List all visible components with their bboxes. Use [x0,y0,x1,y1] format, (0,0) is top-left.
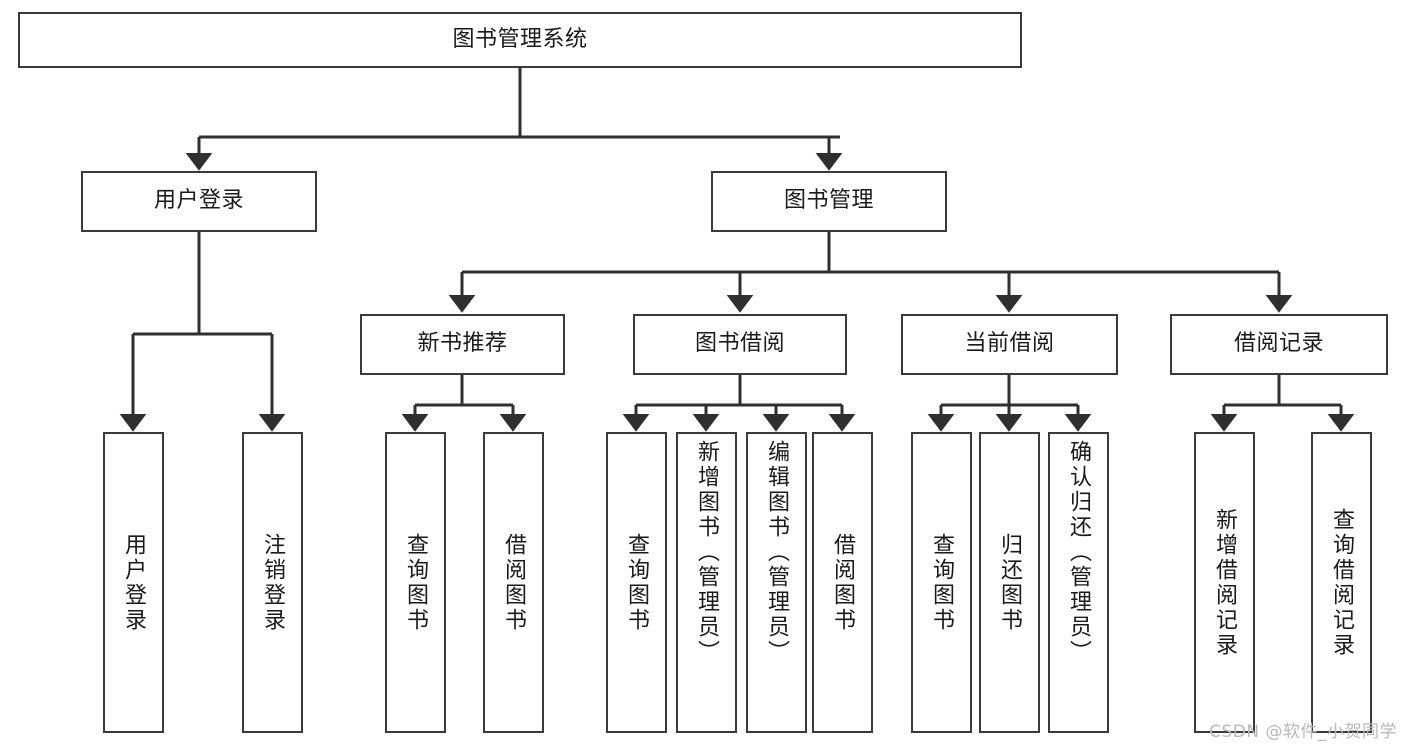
leaf-borrow-record-add[interactable]: 新增借阅记录 [1194,432,1255,733]
leaf-current-borrow-confirm-return[interactable]: 确认归还（管理员） [1048,432,1109,733]
leaf-current-borrow-confirm-return-label: 确认归还（管理员） [1066,440,1092,665]
node-user-login-label: 用户登录 [153,188,244,214]
node-book-manage-label: 图书管理 [783,188,874,214]
leaf-current-borrow-query[interactable]: 查询图书 [911,432,972,733]
leaf-book-borrow-borrow-label: 借阅图书 [830,532,856,633]
node-borrow-record-label: 借阅记录 [1233,331,1324,357]
leaf-book-borrow-edit[interactable]: 编辑图书（管理员） [746,432,807,733]
leaf-new-book-query-label: 查询图书 [403,532,429,633]
node-new-book-recommend-label: 新书推荐 [417,331,508,357]
leaf-new-book-query[interactable]: 查询图书 [385,432,446,733]
leaf-user-login-logout-label: 注销登录 [260,532,286,633]
leaf-book-borrow-edit-label: 编辑图书（管理员） [764,440,790,665]
leaf-user-login-login[interactable]: 用户登录 [103,432,164,733]
node-new-book-recommend[interactable]: 新书推荐 [360,314,565,375]
node-user-login[interactable]: 用户登录 [81,171,317,232]
leaf-book-borrow-add-label: 新增图书（管理员） [694,440,720,665]
leaf-borrow-record-query[interactable]: 查询借阅记录 [1311,432,1372,733]
leaf-book-borrow-query[interactable]: 查询图书 [606,432,667,733]
leaf-book-borrow-add[interactable]: 新增图书（管理员） [676,432,737,733]
node-borrow-record[interactable]: 借阅记录 [1170,314,1388,375]
leaf-book-borrow-query-label: 查询图书 [624,532,650,633]
leaf-user-login-login-label: 用户登录 [121,532,147,633]
leaf-new-book-borrow-label: 借阅图书 [501,532,527,633]
leaf-current-borrow-return-label: 归还图书 [997,532,1023,633]
csdn-watermark: CSDN @软件_小贺同学 [1209,722,1397,742]
leaf-borrow-record-add-label: 新增借阅记录 [1212,507,1238,658]
node-book-borrow[interactable]: 图书借阅 [633,314,847,375]
node-book-manage[interactable]: 图书管理 [711,171,947,232]
leaf-current-borrow-return[interactable]: 归还图书 [979,432,1040,733]
node-current-borrow-label: 当前借阅 [964,331,1055,357]
node-root-system-label: 图书管理系统 [452,26,588,52]
node-current-borrow[interactable]: 当前借阅 [901,314,1118,375]
leaf-current-borrow-query-label: 查询图书 [929,532,955,633]
leaf-user-login-logout[interactable]: 注销登录 [242,432,303,733]
leaf-new-book-borrow[interactable]: 借阅图书 [483,432,544,733]
leaf-book-borrow-borrow[interactable]: 借阅图书 [812,432,873,733]
leaf-borrow-record-query-label: 查询借阅记录 [1329,507,1355,658]
node-book-borrow-label: 图书借阅 [694,331,785,357]
node-root-system[interactable]: 图书管理系统 [18,12,1022,68]
